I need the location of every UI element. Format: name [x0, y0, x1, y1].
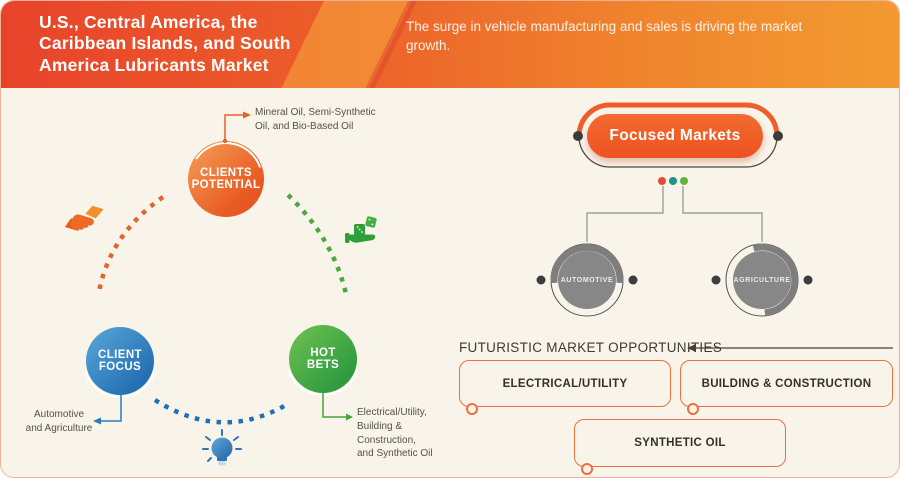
opportunities-heading: FUTURISTIC MARKET OPPORTUNITIES [459, 340, 723, 355]
legend-dot-red [658, 177, 666, 185]
corner-ring-icon [466, 403, 478, 415]
node-clients-potential: CLIENTS POTENTIAL [188, 141, 264, 217]
legend-dot-teal [669, 177, 677, 185]
opportunity-label: BUILDING & CONSTRUCTION [701, 377, 872, 390]
opportunity-box-electrical-utility: ELECTRICAL/UTILITY [459, 360, 671, 415]
dotted-arc-blue [153, 398, 288, 425]
segment-circle-automotive: AUTOMOTIVE [558, 251, 616, 309]
page-title: U.S., Central America, the Caribbean Isl… [39, 12, 291, 75]
page-subtitle: The surge in vehicle manufacturing and s… [406, 19, 803, 54]
dice-hand-icon [345, 216, 377, 243]
node-hot-bets: HOT BETS [289, 325, 357, 393]
connector-clients-potential [222, 111, 251, 144]
lightbulb-icon [202, 429, 242, 466]
legend-dot-green [680, 177, 688, 185]
tree-connector [586, 186, 763, 242]
handshake-icon [64, 205, 104, 231]
corner-ring-icon [581, 463, 593, 475]
segment-side-dot [628, 275, 638, 285]
opportunity-label: SYNTHETIC OIL [634, 437, 726, 449]
header-banner: U.S., Central America, the Caribbean Isl… [1, 1, 899, 88]
annotation-client-focus: Automotive and Agriculture [25, 409, 93, 434]
focused-markets-pill: Focused Markets [587, 114, 763, 158]
segment-side-dot [536, 275, 546, 285]
connector-client-focus [93, 395, 122, 425]
segment-side-dot [711, 275, 721, 285]
opportunity-box-building-construction: BUILDING & CONSTRUCTION [680, 360, 893, 415]
pill-end-dot-left [573, 131, 583, 141]
dotted-arc-orange [96, 195, 165, 293]
annotation-hot-bets: Electrical/Utility, Building & Construct… [357, 407, 433, 460]
segment-circle-agriculture: AGRICULTURE [733, 251, 791, 309]
node-client-focus: CLIENT FOCUS [86, 327, 154, 395]
segment-side-dot [803, 275, 813, 285]
opportunity-label: ELECTRICAL/UTILITY [502, 377, 628, 390]
connector-hot-bets [322, 393, 353, 421]
pill-end-dot-right [773, 131, 783, 141]
corner-ring-icon [687, 403, 699, 415]
opportunity-box-synthetic-oil: SYNTHETIC OIL [574, 419, 786, 475]
annotation-clients-potential: Mineral Oil, Semi-Synthetic Oil, and Bio… [255, 107, 376, 132]
dotted-arc-green [286, 193, 350, 299]
